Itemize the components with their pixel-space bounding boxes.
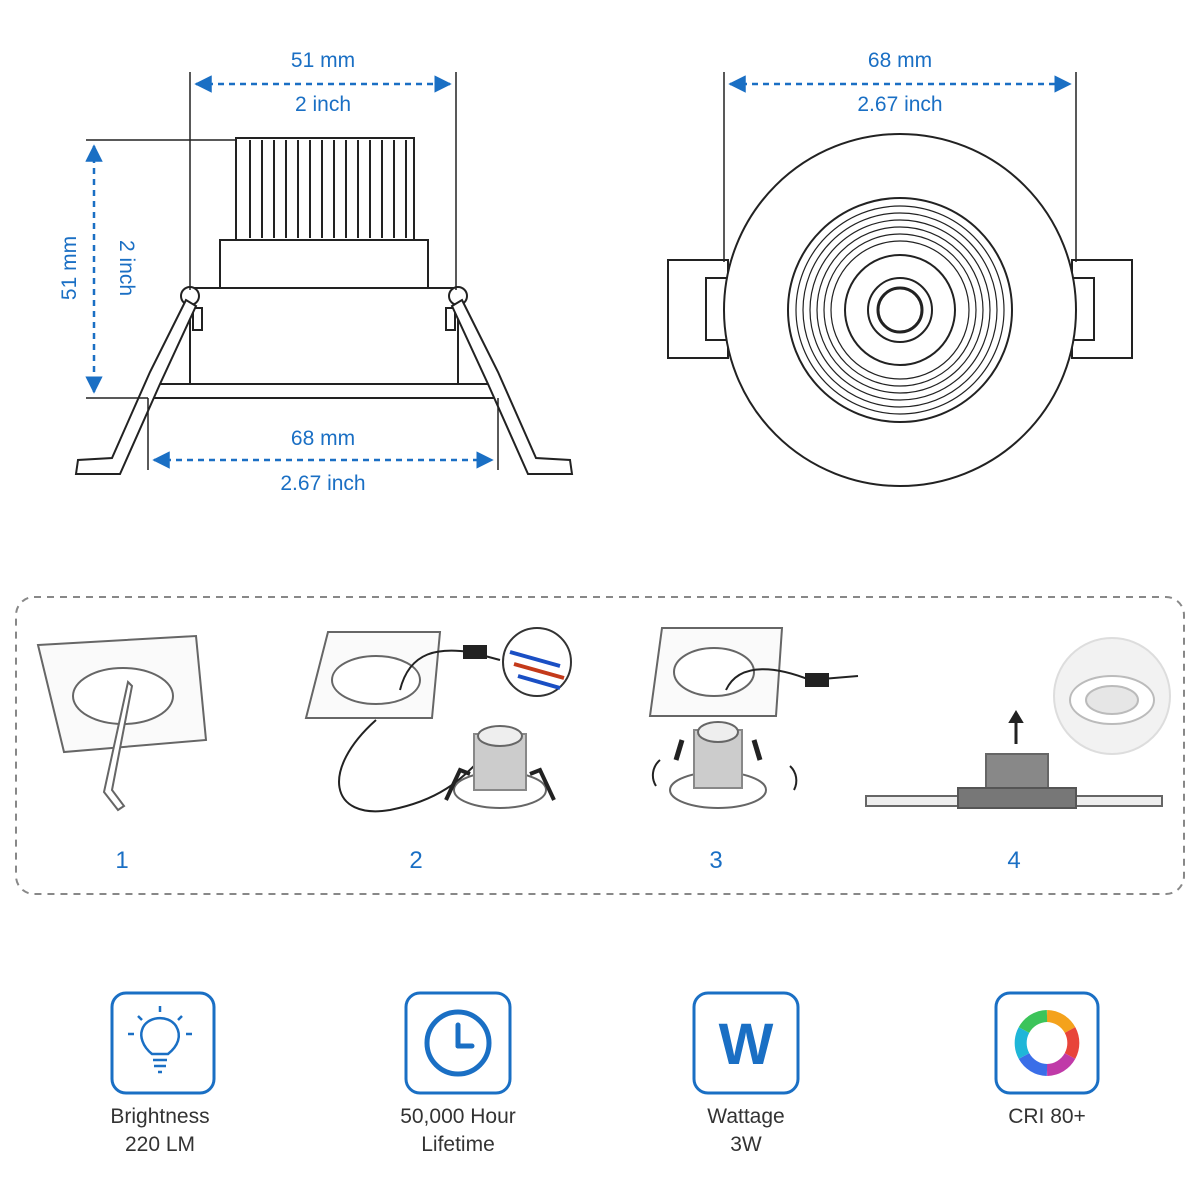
wire-connector-zoom — [502, 627, 572, 697]
installation-steps-panel — [15, 596, 1185, 895]
top-view-dimensions: 68 mm 2.67 inch — [723, 49, 1077, 262]
heatsink — [235, 137, 415, 241]
right-spring-clip — [450, 298, 574, 475]
left-spring-clip — [74, 298, 198, 475]
saw-tool — [102, 679, 134, 812]
top-view-drawing — [667, 133, 1133, 487]
cri-icon-frame — [994, 991, 1100, 1095]
cri-label-line1: CRI 80+ — [1008, 1105, 1086, 1128]
top-width-mm-label: 51 mm — [291, 49, 355, 72]
top-view-width-mm-label: 68 mm — [868, 49, 932, 72]
wattage-label-line2: 3W — [730, 1133, 762, 1156]
step-4-label: 4 — [1007, 847, 1020, 874]
step-4-illustration — [865, 637, 1171, 809]
color-ring-icon — [1014, 1010, 1080, 1076]
top-width-inch-label: 2 inch — [295, 93, 351, 116]
side-view-dimensions: 51 mm 2 inch 51 mm 2 inch 68 mm 2.67 inc… — [58, 49, 499, 495]
left-clip-tab — [192, 307, 203, 331]
driver-block — [219, 239, 429, 289]
brightness-icon-frame — [110, 991, 216, 1095]
led-chip — [876, 286, 924, 334]
lifetime-label-line1: 50,000 Hour — [400, 1105, 516, 1128]
step-2-label: 2 — [409, 847, 422, 874]
housing-body — [189, 287, 459, 385]
wattage-icon-frame — [692, 991, 800, 1095]
right-clip-tab — [445, 307, 456, 331]
lifetime-label-line2: Lifetime — [421, 1133, 495, 1156]
height-mm-label: 51 mm — [58, 236, 81, 300]
lightbulb-icon — [128, 1006, 192, 1074]
step-2-illustration — [304, 627, 572, 813]
side-view-drawing — [74, 137, 574, 475]
step-1-label: 1 — [115, 847, 128, 874]
feature-brightness: Brightness 220 LM — [110, 991, 216, 1156]
bottom-width-inch-label: 2.67 inch — [280, 472, 365, 495]
feature-lifetime: 50,000 Hour Lifetime — [400, 991, 516, 1156]
step-3-illustration — [648, 627, 859, 809]
wattage-label-line1: Wattage — [707, 1105, 784, 1128]
step-3-label: 3 — [709, 847, 722, 874]
height-inch-label: 2 inch — [115, 240, 138, 296]
brightness-label-line2: 220 LM — [125, 1133, 195, 1156]
top-view-width-inch-label: 2.67 inch — [857, 93, 942, 116]
step-1-illustration — [36, 634, 208, 812]
wattage-w-icon: W — [719, 1012, 774, 1077]
feature-wattage: W Wattage 3W — [692, 991, 800, 1156]
clock-icon — [424, 1009, 492, 1077]
trim-flange — [147, 383, 499, 399]
bottom-width-mm-label: 68 mm — [291, 427, 355, 450]
brightness-label-line1: Brightness — [110, 1105, 209, 1128]
feature-cri: CRI 80+ — [994, 991, 1100, 1128]
